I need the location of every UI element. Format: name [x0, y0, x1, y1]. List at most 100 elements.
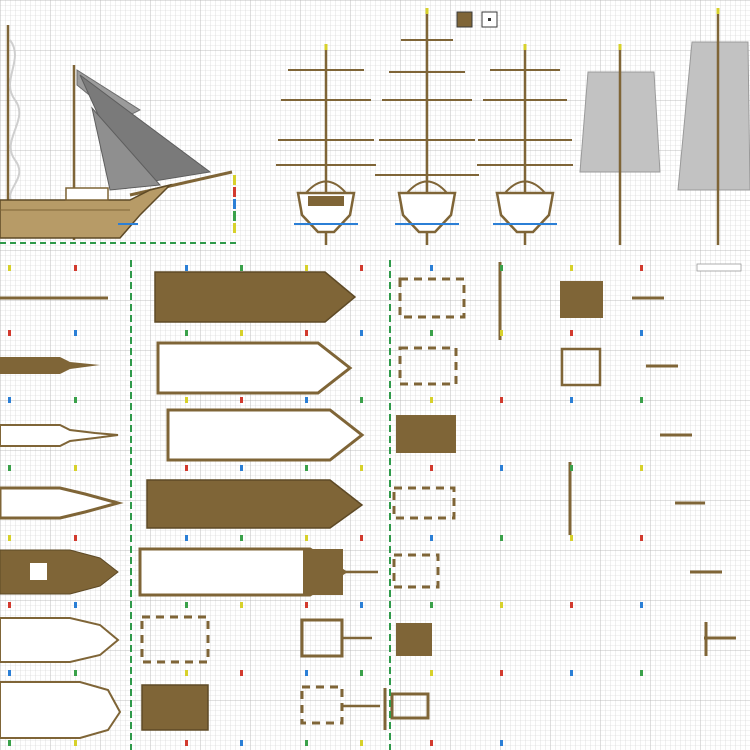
- front-view-masts: [276, 10, 573, 245]
- coordinate-marker: [8, 465, 11, 471]
- front-hull: [397, 191, 457, 234]
- detail-pieces: [342, 262, 736, 730]
- piece-6: [396, 623, 432, 656]
- coordinate-marker: [360, 465, 363, 471]
- coordinate-marker: [430, 535, 433, 541]
- coordinate-marker: [500, 740, 503, 746]
- coordinate-marker: [74, 740, 77, 746]
- coordinate-marker: [185, 330, 188, 336]
- coordinate-marker: [430, 465, 433, 471]
- coordinate-marker: [430, 265, 433, 271]
- coordinate-marker: [500, 670, 503, 676]
- marker: [233, 187, 236, 197]
- coordinate-marker: [360, 265, 363, 271]
- piece-3: [396, 415, 456, 453]
- coordinate-marker: [305, 465, 308, 471]
- coordinate-marker: [185, 465, 188, 471]
- marker: [233, 199, 236, 209]
- hull-sections-left: [0, 296, 124, 739]
- coordinate-marker: [185, 535, 188, 541]
- coordinate-marker: [570, 602, 573, 608]
- coordinate-marker: [360, 535, 363, 541]
- front-hull: [495, 191, 555, 234]
- deck-plan-2: [156, 341, 353, 395]
- coordinate-marker: [570, 465, 573, 471]
- deck-plan-3: [166, 408, 365, 462]
- coordinate-marker: [360, 670, 363, 676]
- section-3: [0, 424, 119, 447]
- coordinate-marker: [640, 670, 643, 676]
- deck-plan-7-left: [141, 684, 209, 731]
- coordinate-marker: [8, 397, 11, 403]
- square-sail-large: [677, 41, 750, 191]
- coordinate-marker: [570, 330, 573, 336]
- coordinate-marker: [8, 602, 11, 608]
- coordinate-marker: [500, 265, 503, 271]
- piece-1: [398, 277, 466, 319]
- coordinate-marker: [640, 465, 643, 471]
- ship-side-view: [0, 25, 236, 244]
- piece-5: [392, 553, 440, 589]
- coordinate-marker: [74, 265, 77, 271]
- coordinate-marker: [74, 330, 77, 336]
- coordinate-marker: [640, 602, 643, 608]
- section-5: [0, 549, 119, 595]
- coordinate-marker: [500, 602, 503, 608]
- front-bow: [406, 180, 448, 194]
- coordinate-marker: [640, 330, 643, 336]
- piece-9: [560, 347, 602, 387]
- coordinate-marker: [74, 465, 77, 471]
- coordinate-marker: [640, 535, 643, 541]
- coordinate-marker: [8, 740, 11, 746]
- coordinate-marker: [8, 265, 11, 271]
- coordinate-marker: [360, 740, 363, 746]
- coordinate-marker: [8, 670, 11, 676]
- front-bow: [504, 180, 546, 194]
- coordinate-marker: [8, 330, 11, 336]
- coordinate-marker: [240, 397, 243, 403]
- coordinate-marker: [240, 330, 243, 336]
- coordinate-marker: [570, 535, 573, 541]
- coordinate-marker: [185, 397, 188, 403]
- mast-top-marker: [425, 8, 429, 14]
- coordinate-marker: [640, 265, 643, 271]
- rigging-rope: [9, 39, 21, 206]
- deck-plan-5-cabin: [303, 549, 343, 595]
- coordinate-marker: [74, 397, 77, 403]
- deck-plans: [138, 271, 365, 731]
- mast-top-marker: [324, 44, 328, 50]
- coordinate-marker: [305, 330, 308, 336]
- coordinate-marker: [500, 397, 503, 403]
- mast-top-marker: [523, 44, 527, 50]
- coordinate-marker: [240, 670, 243, 676]
- marker: [233, 211, 236, 221]
- deck-plan-6-left: [140, 615, 210, 664]
- coordinate-marker: [305, 535, 308, 541]
- front-deck: [308, 196, 344, 206]
- coordinate-marker: [360, 397, 363, 403]
- marker: [233, 175, 236, 185]
- section-6: [0, 617, 120, 663]
- coordinate-marker: [500, 465, 503, 471]
- coordinate-marker: [430, 330, 433, 336]
- plank-block-icon: [456, 11, 473, 28]
- note-box: [696, 263, 742, 272]
- coordinate-marker: [360, 330, 363, 336]
- coordinate-marker: [500, 330, 503, 336]
- coordinate-marker: [240, 265, 243, 271]
- coordinate-marker: [570, 397, 573, 403]
- coordinate-marker: [430, 740, 433, 746]
- coordinate-marker: [640, 397, 643, 403]
- coordinate-marker: [74, 535, 77, 541]
- coordinate-marker: [185, 265, 188, 271]
- coordinate-marker: [240, 740, 243, 746]
- side-cabin: [65, 187, 109, 201]
- coordinate-marker: [240, 602, 243, 608]
- coordinate-marker: [430, 602, 433, 608]
- section-7: [0, 681, 122, 739]
- coordinate-marker: [305, 397, 308, 403]
- coordinate-marker: [240, 465, 243, 471]
- coordinate-marker: [305, 265, 308, 271]
- coordinate-marker: [8, 535, 11, 541]
